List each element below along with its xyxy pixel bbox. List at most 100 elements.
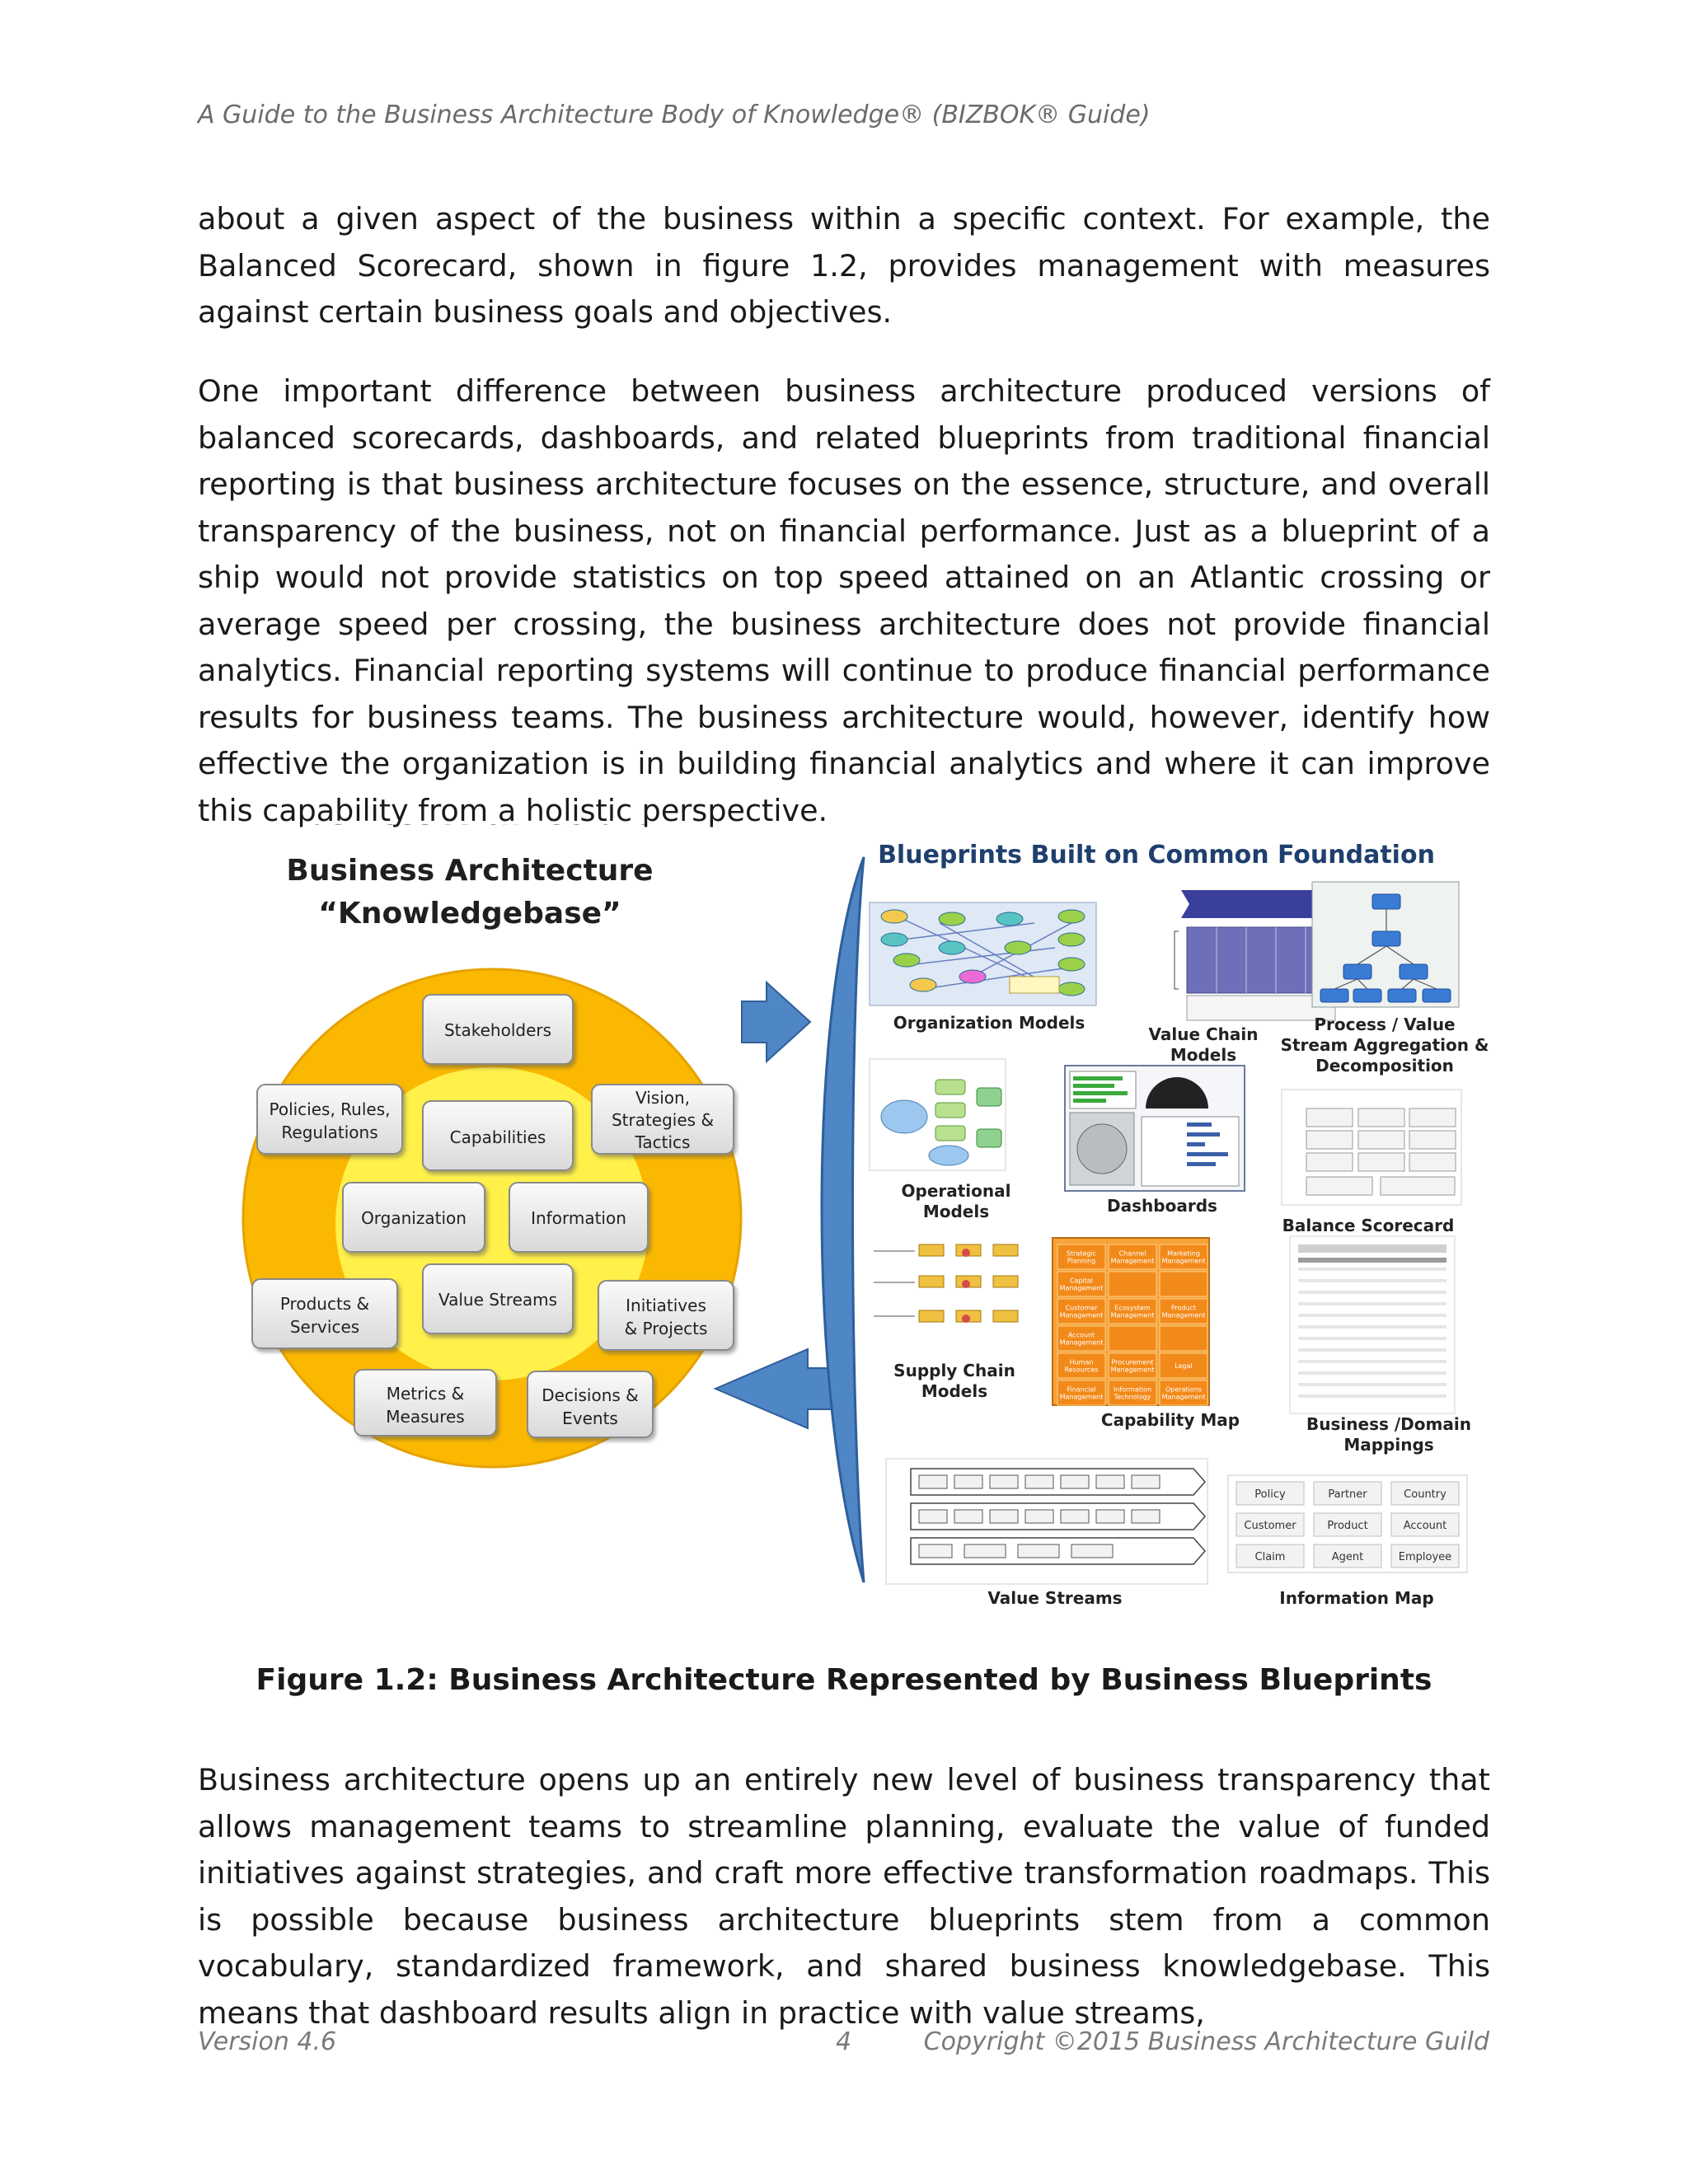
kb-box-vision: Vision, Strategies & Tactics — [591, 1084, 734, 1155]
label-dashboards: Dashboards — [1107, 1196, 1217, 1216]
balance-scorecard-thumbnail — [1281, 1089, 1462, 1206]
label-value-streams: Value Streams — [987, 1588, 1122, 1608]
capability-cell — [1057, 1298, 1106, 1324]
svg-text:Information: Information — [531, 1208, 626, 1228]
capability-cell — [1108, 1380, 1157, 1406]
svg-text:Strategies &: Strategies & — [612, 1110, 714, 1130]
capability-cell-label: Human — [1070, 1359, 1094, 1366]
kb-box-value-streams: Value Streams — [422, 1263, 574, 1334]
capability-cell-label: Management — [1060, 1312, 1104, 1319]
capability-cell — [1108, 1244, 1157, 1270]
capability-cell — [1108, 1325, 1157, 1352]
footer-page-number: 4 — [836, 2027, 852, 2056]
information-map-cell — [1313, 1512, 1382, 1537]
capability-cell — [1057, 1325, 1106, 1352]
information-map-cell-label: Employee — [1399, 1551, 1451, 1563]
capability-cell-label: Management — [1162, 1258, 1206, 1265]
dashboards-thumbnail — [1064, 1065, 1245, 1192]
information-map-cell-label: Partner — [1328, 1488, 1367, 1501]
information-map-cell — [1313, 1544, 1382, 1568]
arrow-to-knowledgebase — [713, 1347, 833, 1430]
svg-text:Organization: Organization — [361, 1208, 467, 1228]
svg-text:Policies, Rules,: Policies, Rules, — [269, 1099, 390, 1119]
svg-text:Products &: Products & — [280, 1294, 369, 1314]
label-business-domain-line1: Business /Domain — [1306, 1414, 1471, 1434]
label-process-line3: Decomposition — [1315, 1056, 1454, 1076]
information-map-cell-label: Product — [1327, 1520, 1367, 1532]
information-map-cell-label: Country — [1404, 1488, 1447, 1501]
kb-title-line1: Business Architecture — [286, 824, 653, 832]
kb-box-products: Products & Services — [251, 1278, 398, 1349]
capability-cell-label: Account — [1068, 1332, 1095, 1339]
kb-box-capabilities: Capabilities — [422, 1100, 574, 1171]
svg-text:Stakeholders: Stakeholders — [444, 1020, 551, 1040]
svg-text:& Projects: & Projects — [625, 1319, 708, 1338]
information-map-cell-label: Account — [1404, 1520, 1447, 1532]
kb-box-policies: Policies, Rules, Regulations — [256, 1084, 403, 1155]
capability-cell — [1159, 1380, 1208, 1406]
capability-cell-label: Management — [1060, 1285, 1104, 1292]
svg-text:Tactics: Tactics — [635, 1132, 691, 1152]
capability-cell-label: Product — [1171, 1305, 1196, 1312]
blueprint-bracket — [820, 856, 865, 1583]
capability-cell — [1108, 1352, 1157, 1379]
value-chain-thumbnail — [1174, 890, 1337, 1021]
body-paragraph: Business architecture opens up an entire… — [198, 1762, 1490, 2031]
svg-text:Regulations: Regulations — [281, 1122, 377, 1142]
capability-cell — [1057, 1244, 1106, 1270]
information-map-cell-label: Agent — [1332, 1551, 1363, 1563]
svg-text:Initiatives: Initiatives — [626, 1296, 706, 1315]
information-map-cell-label: Claim — [1255, 1551, 1286, 1563]
capability-cell-label: Marketing — [1167, 1250, 1200, 1258]
svg-text:Services: Services — [290, 1317, 359, 1337]
kb-box-stakeholders: Stakeholders — [422, 994, 574, 1065]
information-map-cell — [1390, 1544, 1460, 1568]
label-operational-line1: Operational — [902, 1181, 1011, 1201]
information-map-cell — [1236, 1512, 1305, 1537]
business-domain-thumbnail — [1289, 1235, 1456, 1414]
capability-cell-label: Channel — [1119, 1250, 1146, 1258]
value-streams-thumbnail — [885, 1458, 1208, 1585]
capability-cell-label: Resources — [1065, 1366, 1099, 1374]
label-supply-chain-line2: Models — [921, 1381, 987, 1401]
kb-title-line1: Business Architecture — [286, 854, 653, 888]
label-value-chain-line1: Value Chain — [1148, 1024, 1258, 1044]
svg-text:Events: Events — [562, 1408, 618, 1428]
kb-box-organization: Organization — [342, 1182, 485, 1253]
label-operational-line2: Models — [923, 1202, 989, 1221]
capability-cell-label: Customer — [1066, 1305, 1099, 1312]
operational-models-thumbnail — [869, 1058, 1006, 1171]
capability-cell — [1057, 1352, 1106, 1379]
capability-cell-label: Technology — [1114, 1394, 1151, 1401]
label-organization-models: Organization Models — [893, 1013, 1085, 1033]
kb-box-initiatives: Initiatives & Projects — [598, 1280, 734, 1351]
capability-cell-label: Management — [1162, 1312, 1206, 1319]
label-balance-scorecard: Balance Scorecard — [1282, 1216, 1455, 1235]
label-supply-chain-line1: Supply Chain — [893, 1361, 1015, 1380]
running-header: A Guide to the Business Architecture Bod… — [198, 101, 1151, 129]
kb-title-line2: “Knowledgebase” — [318, 897, 621, 930]
capability-cell-label: Capital — [1070, 1277, 1093, 1285]
information-map-cell-label: Policy — [1254, 1488, 1286, 1501]
information-map-cell — [1390, 1512, 1460, 1537]
capability-cell — [1057, 1380, 1106, 1406]
svg-text:Metrics &: Metrics & — [387, 1384, 465, 1404]
capability-cell-label: Management — [1060, 1339, 1104, 1347]
footer-version: Version 4.6 — [198, 2027, 337, 2056]
capability-cell-label: Management — [1060, 1394, 1104, 1401]
capability-cell-label: Legal — [1175, 1362, 1192, 1370]
information-map-cell — [1236, 1481, 1305, 1506]
kb-box-decisions: Decisions & Events — [527, 1371, 654, 1438]
information-map-cell — [1236, 1544, 1305, 1568]
organization-models-thumbnail — [869, 902, 1097, 1006]
capability-cell — [1057, 1271, 1106, 1297]
kb-box-metrics: Metrics & Measures — [354, 1369, 497, 1436]
capability-cell — [1159, 1271, 1208, 1297]
capability-cell-label: Management — [1111, 1312, 1155, 1319]
information-map-cell-label: Customer — [1244, 1520, 1296, 1532]
capability-cell — [1108, 1271, 1157, 1297]
capability-cell-label: Strategic — [1067, 1250, 1096, 1258]
body-paragraph: about a given aspect of the business wit… — [198, 201, 1490, 330]
capability-map-thumbnail: StrategicPlanningChannelManagementMarket… — [1052, 1237, 1210, 1406]
